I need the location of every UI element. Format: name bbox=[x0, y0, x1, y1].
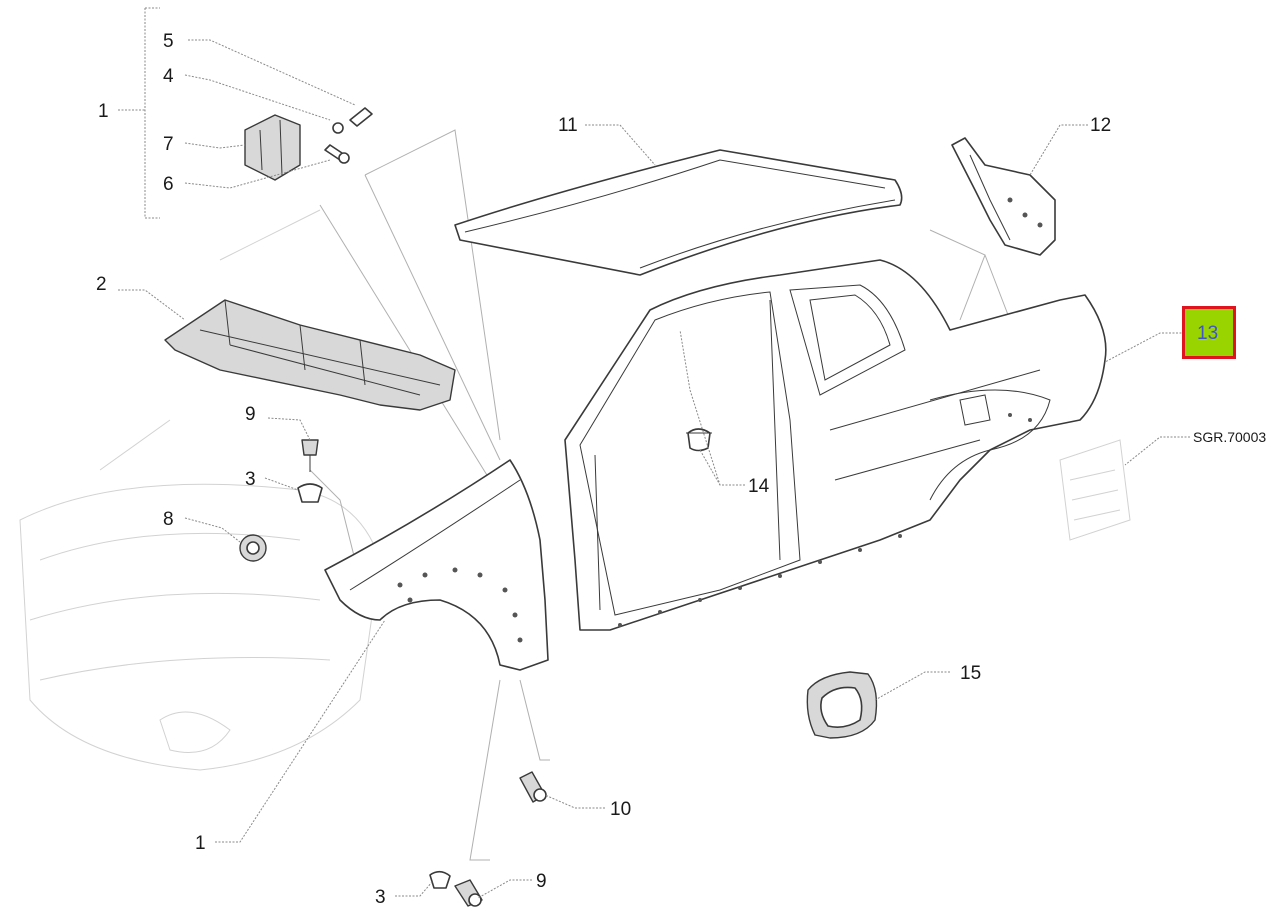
callout-3-bottom[interactable]: 3 bbox=[375, 887, 386, 908]
leader-lines bbox=[118, 7, 1190, 899]
front-fender bbox=[324, 459, 549, 671]
callout-10[interactable]: 10 bbox=[610, 799, 631, 820]
callout-14[interactable]: 14 bbox=[748, 476, 770, 497]
ghost-car-outline bbox=[19, 209, 1131, 771]
callout-9-bottom[interactable]: 9 bbox=[536, 871, 547, 892]
callout-5[interactable]: 5 bbox=[163, 31, 174, 52]
callout-2[interactable]: 2 bbox=[96, 274, 107, 295]
callout-3-top[interactable]: 3 bbox=[245, 469, 256, 490]
explode-guides bbox=[309, 129, 1011, 861]
callout-6[interactable]: 6 bbox=[163, 174, 174, 195]
fasteners-group bbox=[239, 439, 547, 907]
callout-labels: 1 5 4 7 6 2 9 3 8 11 12 14 15 10 1 3 9 S… bbox=[96, 31, 1266, 908]
callout-1-top[interactable]: 1 bbox=[98, 101, 109, 122]
body-side-panel bbox=[564, 259, 1107, 631]
roof-panel bbox=[454, 149, 903, 276]
callout-15[interactable]: 15 bbox=[960, 663, 981, 684]
highlight-background bbox=[1185, 309, 1233, 356]
fuel-flap-part bbox=[806, 671, 878, 739]
callout-1-bottom[interactable]: 1 bbox=[195, 833, 206, 854]
highlight-border bbox=[1182, 306, 1236, 359]
hinge-bracket-group bbox=[244, 107, 373, 181]
callout-12[interactable]: 12 bbox=[1090, 115, 1111, 136]
reference-code: SGR.70003 bbox=[1193, 429, 1266, 445]
callout-7[interactable]: 7 bbox=[163, 134, 174, 155]
callout-4[interactable]: 4 bbox=[163, 66, 174, 87]
callout-11[interactable]: 11 bbox=[558, 115, 578, 136]
callout-8[interactable]: 8 bbox=[163, 509, 174, 530]
rear-bracket bbox=[951, 137, 1056, 256]
callout-13[interactable]: 13 bbox=[1197, 323, 1218, 344]
callout-9-top[interactable]: 9 bbox=[245, 404, 256, 425]
callout-13-highlight[interactable]: 13 bbox=[1182, 306, 1236, 359]
cowl-panel bbox=[164, 299, 456, 411]
